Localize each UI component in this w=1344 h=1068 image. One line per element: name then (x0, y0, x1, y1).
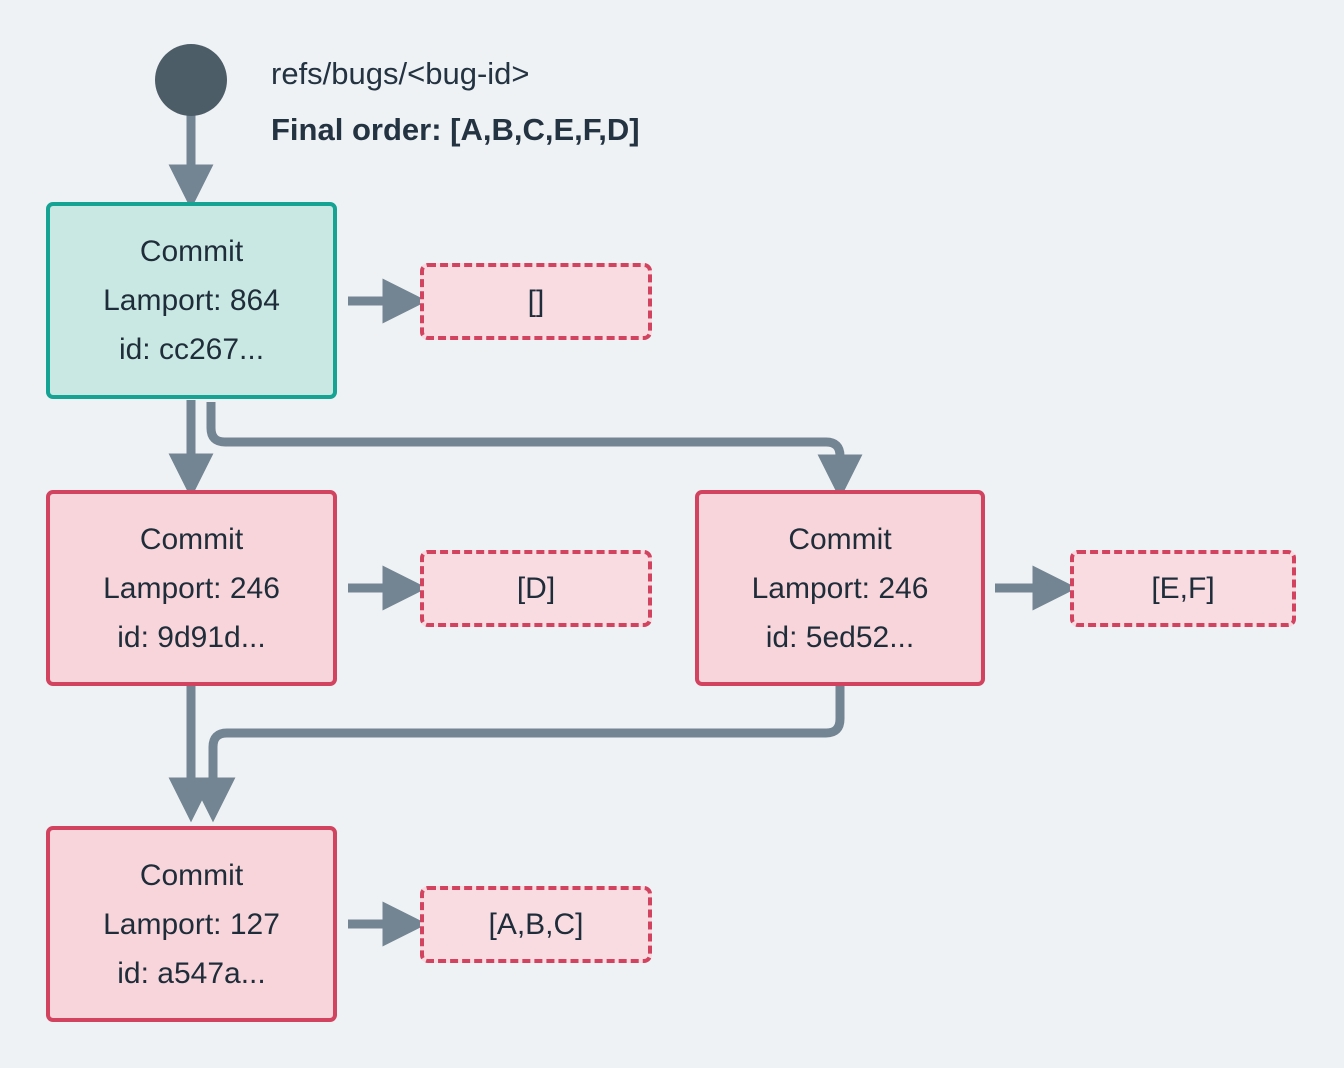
commit-lamport: Lamport: 246 (103, 571, 280, 605)
commit-id: id: 5ed52... (765, 620, 915, 654)
final-order-label: Final order: [A,B,C,E,F,D] (271, 112, 640, 147)
commit-title: Commit (788, 522, 892, 556)
commit-node-5ed52[interactable]: Commit Lamport: 246 id: 5ed52... (695, 490, 985, 686)
edge-5ed52-to-a547a (190, 686, 845, 823)
commit-title: Commit (139, 522, 244, 556)
commit-lamport: Lamport: 864 (103, 284, 280, 317)
commit-node-cc267[interactable]: Commit Lamport: 864 id: cc267... (46, 202, 337, 399)
commit-node-a547a[interactable]: Commit Lamport: 127 id: a547a... (46, 826, 337, 1022)
oplist-root[interactable]: [] (420, 263, 652, 340)
commit-id: id: cc267... (118, 333, 265, 366)
commit-id: id: 9d91d... (117, 620, 266, 654)
commit-title: Commit (139, 235, 244, 268)
commit-lamport: Lamport: 127 (103, 907, 280, 941)
ref-root-circle (155, 44, 227, 116)
commit-title: Commit (139, 858, 244, 892)
oplist-a547a[interactable]: [A,B,C] (420, 886, 652, 963)
commit-lamport: Lamport: 246 (751, 571, 929, 605)
oplist-5ed52[interactable]: [E,F] (1070, 550, 1296, 627)
commit-id: id: a547a... (117, 956, 266, 990)
ref-name-label: refs/bugs/<bug-id> (271, 56, 530, 91)
commit-node-9d91d[interactable]: Commit Lamport: 246 id: 9d91d... (46, 490, 337, 686)
oplist-9d91d[interactable]: [D] (420, 550, 652, 627)
edge-root-to-5ed52 (206, 402, 863, 500)
